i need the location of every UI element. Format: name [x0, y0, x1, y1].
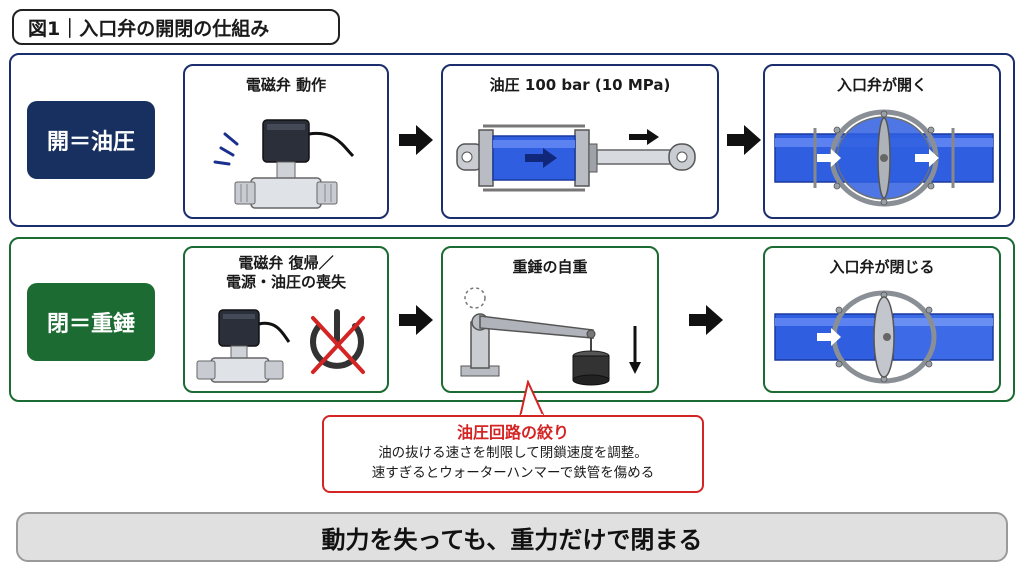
callout-title: 油圧回路の絞り: [456, 423, 569, 442]
process-arrow-icon: [399, 125, 433, 155]
panel-hydraulic-pressure: 油圧 100 bar (10 MPa): [441, 64, 719, 219]
butterfly-valve-icon: [774, 109, 994, 207]
figure-title: 図1｜入口弁の開閉の仕組み: [12, 9, 340, 45]
process-arrow-icon: [399, 305, 433, 335]
panel-solenoid-reset: 電磁弁 復帰／ 電源・油圧の喪失: [183, 246, 389, 393]
close-row-label: 閉＝重錘: [27, 283, 155, 361]
solenoid-valve-icon: [213, 119, 355, 209]
power-off-icon: [310, 309, 365, 374]
panel-title: 入口弁が開く: [836, 76, 927, 94]
panel-title: 電磁弁 動作: [245, 76, 327, 94]
close-row: 閉＝重錘 電磁弁 復帰／ 電源・油圧の喪失 重錘の自重: [9, 237, 1015, 402]
callout-line-2: 速すぎるとウォーターハンマーで鉄管を傷める: [371, 465, 655, 481]
panel-title: 入口弁が閉じる: [829, 258, 935, 276]
process-arrow-icon: [689, 305, 723, 335]
hydraulic-cylinder-icon: [456, 124, 696, 192]
panel-valve-closes: 入口弁が閉じる: [763, 246, 1001, 393]
panel-title: 重錘の自重: [512, 258, 588, 276]
panel-solenoid-active: 電磁弁 動作: [183, 64, 389, 219]
open-row-label: 開＝油圧: [27, 101, 155, 179]
counterweight-lever-icon: [460, 287, 641, 386]
callout-pointer: [518, 380, 546, 420]
summary-banner: 動力を失っても、重力だけで閉まる: [16, 512, 1008, 562]
panel-counterweight: 重錘の自重: [441, 246, 659, 393]
process-arrow-icon: [727, 125, 761, 155]
panel-title-line2: 電源・油圧の喪失: [225, 273, 346, 291]
throttle-callout: 油圧回路の絞り 油の抜ける速さを制限して閉鎖速度を調整。 速すぎるとウォーターハ…: [322, 415, 704, 493]
callout-line-1: 油の抜ける速さを制限して閉鎖速度を調整。: [378, 445, 648, 461]
butterfly-valve-icon: [774, 290, 994, 384]
open-row: 開＝油圧 電磁弁 動作: [9, 53, 1015, 227]
panel-valve-opens: 入口弁が開く: [763, 64, 1001, 219]
solenoid-valve-icon: [196, 309, 291, 383]
panel-title: 油圧 100 bar (10 MPa): [489, 76, 671, 94]
panel-title-line1: 電磁弁 復帰／: [238, 254, 334, 272]
